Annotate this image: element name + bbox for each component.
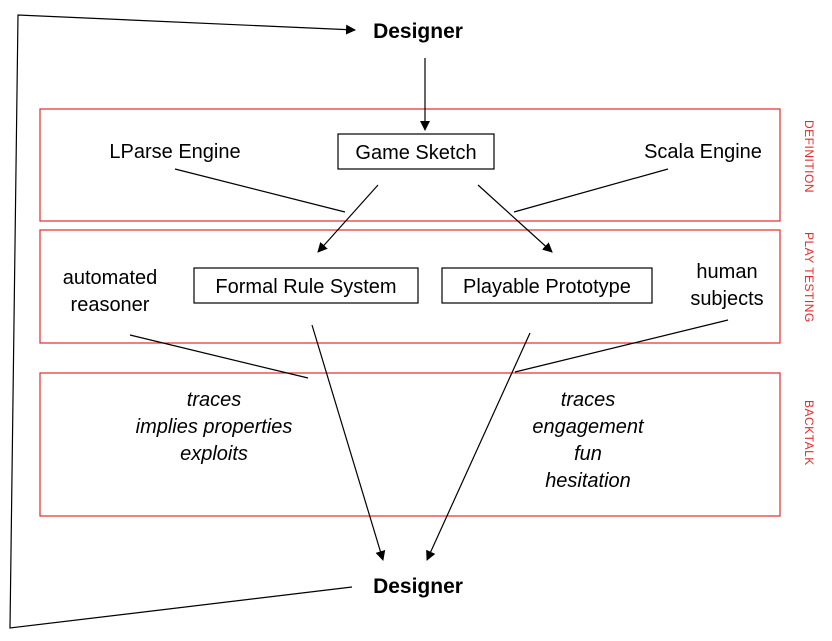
backtalk-right-item: hesitation <box>545 470 631 492</box>
play-testing-stage-label: PLAY TESTING <box>802 232 816 323</box>
playable-prototype-box <box>441 267 653 304</box>
human-subjects-label-line1: human <box>696 261 757 283</box>
lparse-engine-label: LParse Engine <box>109 141 240 163</box>
automated-reasoner-label-line1: automated <box>63 267 158 289</box>
definition-stage-box <box>39 108 781 222</box>
designer-bottom-label: Designer <box>373 575 463 598</box>
human-subjects-connector <box>514 319 729 373</box>
rules-to-designer-arrow <box>311 324 386 561</box>
formal-rule-system-box <box>193 267 419 304</box>
backtalk-right-item: traces <box>561 389 615 411</box>
sketch-to-prototype-arrow <box>477 184 553 253</box>
lparse-engine-connector <box>174 168 346 213</box>
backtalk-left-item: exploits <box>180 443 248 465</box>
backtalk-right-item: fun <box>574 443 602 465</box>
game-sketch-box <box>337 133 495 170</box>
formal-rule-system-label: Formal Rule System <box>215 276 396 298</box>
backtalk-stage-box <box>39 372 781 517</box>
scala-engine-label: Scala Engine <box>644 141 762 163</box>
definition-stage-label: DEFINITION <box>802 120 816 193</box>
game-sketch-label: Game Sketch <box>355 142 476 164</box>
scala-engine-connector <box>513 168 669 213</box>
feedback-loop-connector <box>9 14 356 629</box>
backtalk-left-item: implies properties <box>136 416 293 438</box>
backtalk-right-item: engagement <box>532 416 645 438</box>
backtalk-stage-label: BACKTALK <box>802 400 816 466</box>
human-subjects-label-line2: subjects <box>690 288 763 310</box>
prototype-to-designer-arrow <box>426 332 531 561</box>
automated-reasoner-connector <box>129 334 309 379</box>
sketch-to-rules-arrow <box>317 184 379 253</box>
automated-reasoner-label-line2: reasoner <box>71 294 150 316</box>
backtalk-left-item: traces <box>187 389 241 411</box>
playable-prototype-label: Playable Prototype <box>463 276 631 298</box>
designer-top-label: Designer <box>373 20 463 43</box>
play-testing-stage-box <box>39 229 781 344</box>
